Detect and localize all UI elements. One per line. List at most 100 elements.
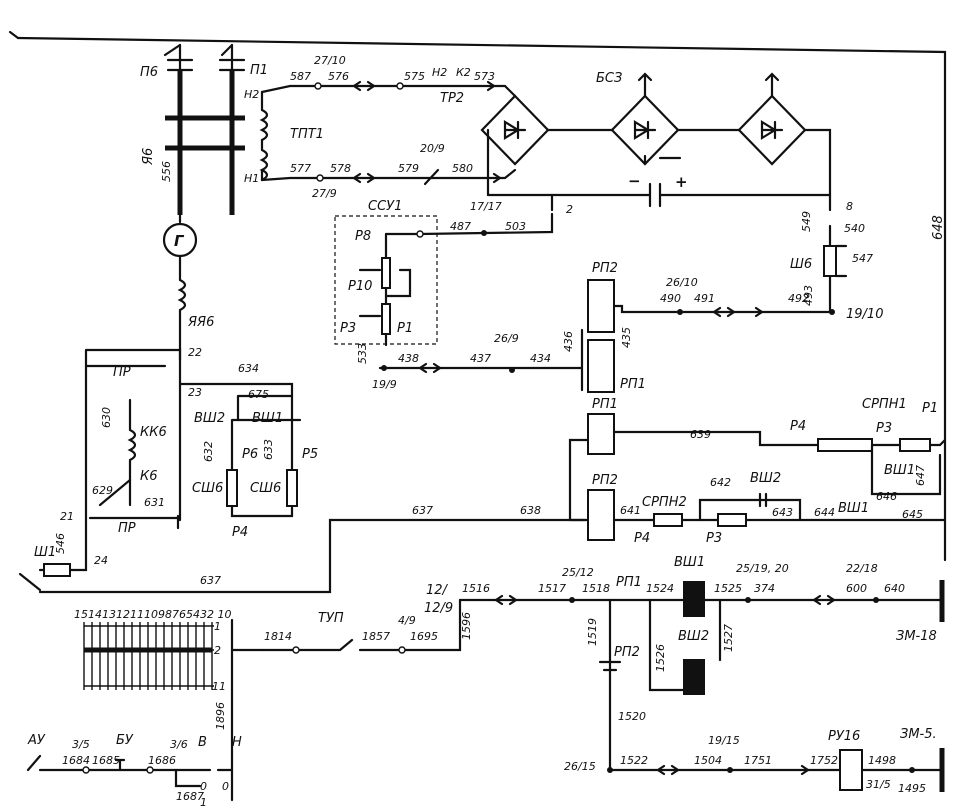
- wire-487: 487: [450, 220, 471, 233]
- wire-1522: 1522: [620, 754, 648, 767]
- label-rp1-c: РП1: [616, 575, 642, 590]
- label-r1: Р1: [397, 321, 413, 336]
- wire-1684: 1684: [62, 754, 90, 767]
- pos-0-right: 0: [222, 780, 229, 793]
- label-v: В: [198, 735, 207, 750]
- pos-0: 0: [200, 780, 207, 793]
- wire-27-10: 27/10: [314, 54, 346, 67]
- label-tup: ТУП: [318, 611, 344, 626]
- sh1-branch: Ш1 546 24 637 637 638: [18, 503, 587, 594]
- wire-647: 647: [914, 465, 927, 486]
- line-zm18: 1516 1517 25/12 1518 РП1 1524 ВШ1 1525 2…: [458, 555, 945, 644]
- label-k2: К2: [456, 66, 471, 79]
- wire-1518: 1518: [582, 582, 610, 595]
- label-g: Г: [174, 232, 185, 250]
- bridge-1: [480, 94, 550, 166]
- wire-637-a: 637: [200, 574, 221, 587]
- wire-1685: 1685: [92, 754, 120, 767]
- wire-26-10: 26/10: [666, 276, 698, 289]
- wire-1596: 1596: [460, 612, 473, 640]
- label-n: Н: [232, 735, 242, 750]
- label-pr2: ПР: [118, 521, 136, 536]
- wire-579: 579: [398, 162, 419, 175]
- wire-648: 648: [931, 215, 946, 240]
- wire-1526: 1526: [654, 644, 667, 672]
- wire-26-15: 26/15: [564, 760, 596, 773]
- wire-630: 630: [100, 407, 113, 428]
- wire-638: 638: [520, 504, 541, 517]
- wire-1686: 1686: [148, 754, 176, 767]
- label-rp2-b: РП2: [592, 473, 618, 488]
- wire-437: 437: [470, 352, 491, 365]
- wire-22-18: 22/18: [846, 562, 878, 575]
- cap-plus: +: [675, 173, 688, 191]
- wire-12: 12/: [426, 583, 449, 598]
- bridge-tie: [486, 128, 554, 212]
- line-573: 587 27/10 576 575 Н2 К2 573 ТР2: [260, 54, 517, 106]
- line-580: 577 578 27/9 579 20/9 580: [260, 142, 517, 200]
- wire-1687: 1687: [176, 790, 204, 803]
- shunt-sh6: 8 549 540 Ш6 547 493: [790, 193, 873, 315]
- wire-19-9: 19/9: [372, 378, 397, 391]
- wire-490: 490: [660, 292, 681, 305]
- label-rp2: РП2: [592, 261, 618, 276]
- wire-587: 587: [290, 70, 311, 83]
- label-r3: Р3: [340, 321, 356, 336]
- wire-577: 577: [290, 162, 311, 175]
- wire-19-15: 19/15: [708, 734, 740, 747]
- wire-1516: 1516: [462, 582, 490, 595]
- label-r10: Р10: [348, 279, 372, 294]
- wire-4-9: 4/9: [398, 614, 416, 627]
- switch-scale: 15141312111098765432 10: [74, 608, 231, 621]
- line-434: 533 438 19/9 437 26/9 434: [356, 332, 551, 391]
- tpt1-core: [165, 115, 245, 151]
- pos-11: 11: [212, 680, 226, 693]
- au-bu-line: АУ 3/5 1684 1685 БУ 3/6 1686 1687 В Н 0 …: [26, 733, 242, 809]
- wire-634: 634: [238, 362, 259, 375]
- label-vsh1: ВШ1: [252, 411, 283, 426]
- wire-549: 549: [800, 211, 813, 232]
- wire-374: 374: [754, 582, 775, 595]
- ssu1-block: ССУ1 Р8 Р10 Р3 Р1 487 503 17/17 2: [334, 199, 573, 347]
- wire-20-9: 20/9: [420, 142, 445, 155]
- wire-580: 580: [452, 162, 473, 175]
- wire-675: 675: [248, 388, 269, 401]
- wire-491: 491: [694, 292, 715, 305]
- wire-632: 632: [202, 441, 215, 462]
- contact-p1: П1: [218, 43, 268, 78]
- wire-25-12: 25/12: [562, 566, 594, 579]
- label-vsh2: ВШ2: [194, 411, 225, 426]
- pos-2: 2: [214, 644, 221, 657]
- wire-546: 546: [54, 533, 67, 554]
- capacitor: − +: [486, 172, 832, 208]
- wire-1520: 1520: [618, 710, 646, 723]
- wire-434: 434: [530, 352, 551, 365]
- wire-436: 436: [562, 331, 575, 352]
- wire-639: 639: [690, 428, 711, 441]
- label-au: АУ: [27, 733, 46, 748]
- label-sh6: Ш6: [790, 257, 812, 272]
- label-ya6: Я6: [141, 148, 156, 166]
- label-ru16: РУ16: [828, 729, 860, 744]
- wire-556: 556: [160, 161, 173, 182]
- label-ssu1: ССУ1: [368, 199, 402, 214]
- srpn2-line: 641 СРПН2 Р4 Р3 642 ВШ2 643 644 ВШ1: [612, 471, 947, 546]
- label-r4: Р4: [232, 525, 248, 540]
- wire-1498: 1498: [868, 754, 896, 767]
- wire-540: 540: [844, 222, 865, 235]
- label-srpn1: СРПН1: [862, 397, 907, 412]
- label-zm18: ЗМ-18: [896, 629, 937, 644]
- label-bu: БУ: [116, 733, 134, 748]
- label-zm5: ЗМ-5.: [900, 727, 937, 742]
- wire-640: 640: [884, 582, 905, 595]
- label-yaya6: ЯЯ6: [187, 315, 214, 330]
- wire-21: 21: [60, 510, 74, 523]
- wire-2: 2: [566, 203, 573, 216]
- generator: Г ЯЯ6 22: [162, 213, 214, 362]
- label-vsh2-d: ВШ2: [678, 629, 709, 644]
- wire-438: 438: [398, 352, 419, 365]
- label-r4-b: Р4: [790, 419, 806, 434]
- label-r6: Р6: [242, 447, 258, 462]
- wire-633: 633: [262, 439, 275, 460]
